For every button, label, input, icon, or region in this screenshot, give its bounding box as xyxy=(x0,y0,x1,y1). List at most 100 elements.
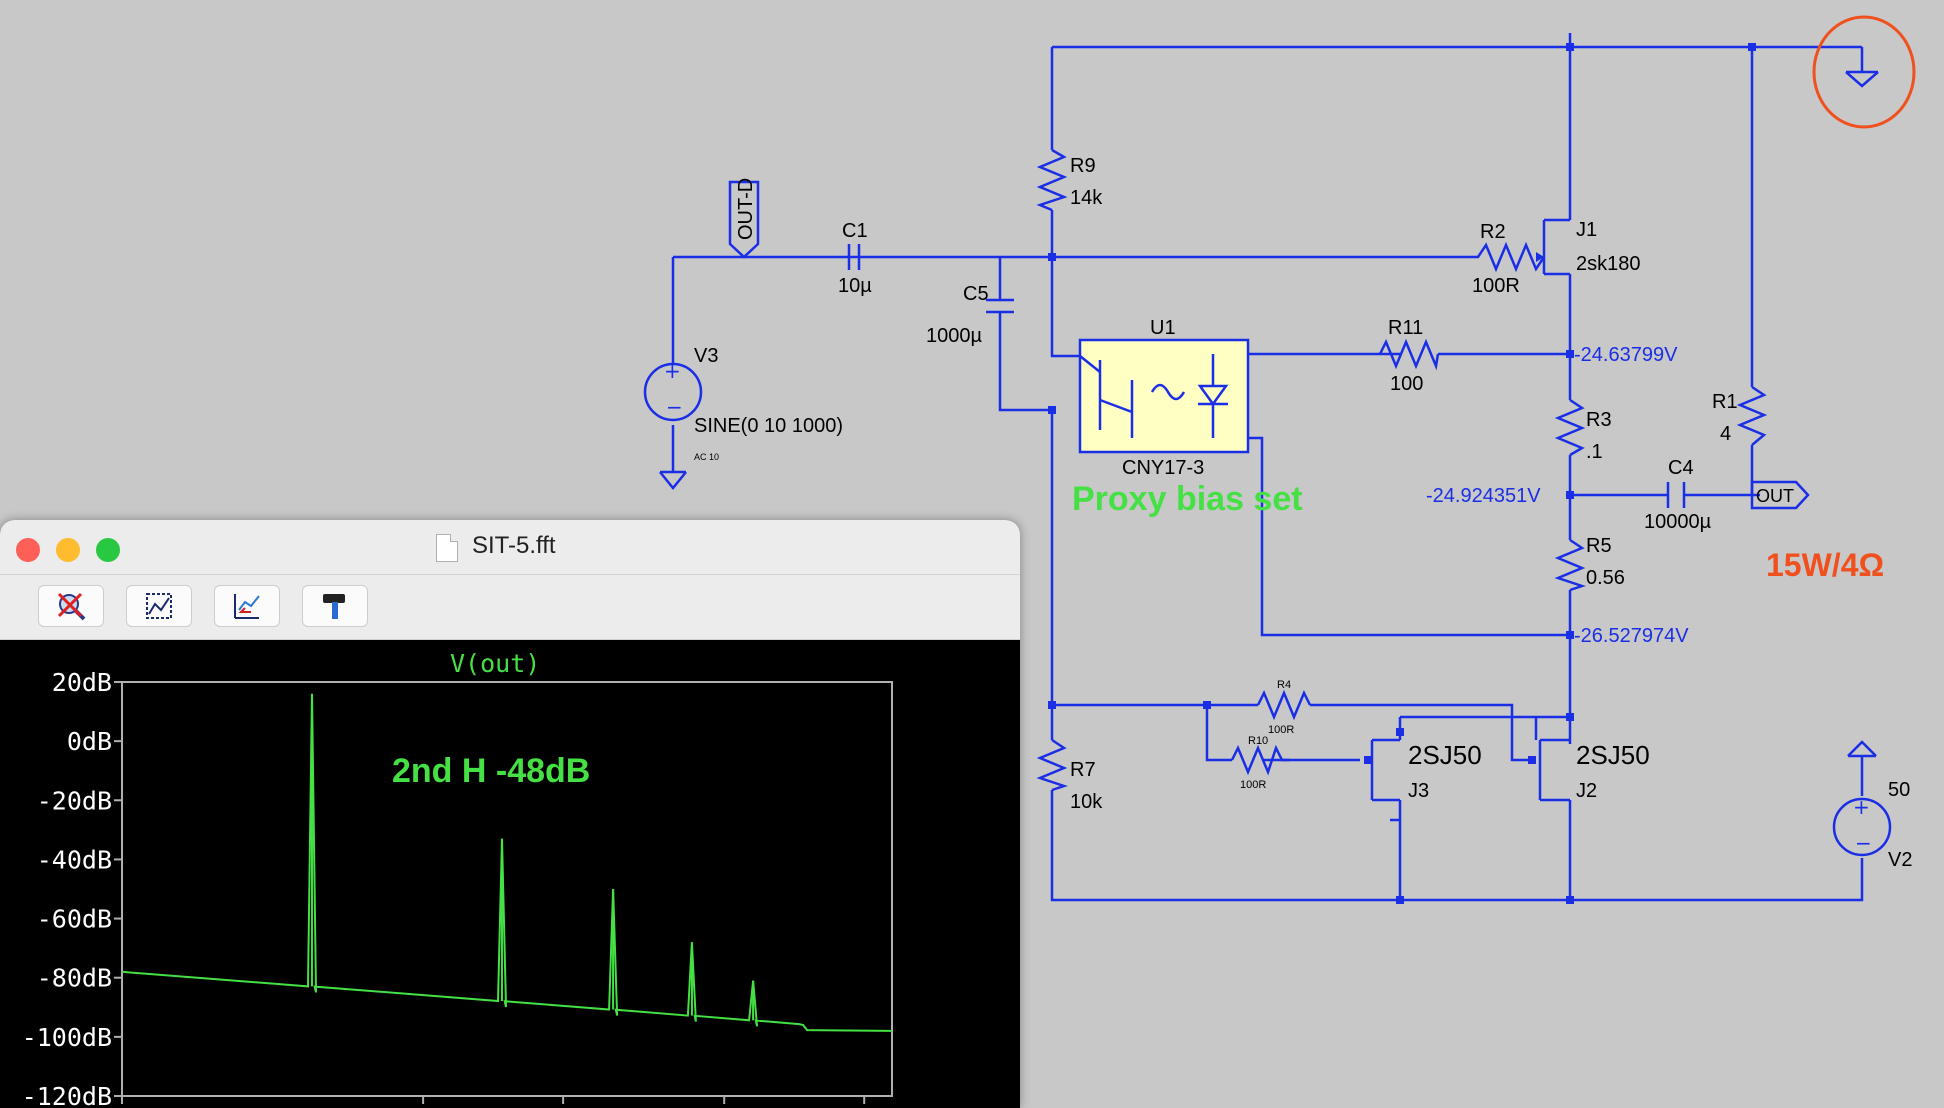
autorange-icon xyxy=(146,593,172,619)
svg-text:R11: R11 xyxy=(1388,317,1423,339)
resistor-r10[interactable]: R10 100R xyxy=(1230,735,1290,791)
y-tick-label: -100dB xyxy=(22,1023,112,1052)
fft-window[interactable]: SIT-5.fft xyxy=(0,520,1020,1108)
svg-text:10k: 10k xyxy=(1070,791,1103,813)
svg-text:OUT: OUT xyxy=(1756,486,1794,506)
resistor-r7[interactable]: R7 10k xyxy=(1036,738,1103,813)
svg-text:+: + xyxy=(664,359,681,383)
y-tick-label: 20dB xyxy=(52,668,112,697)
svg-text:V2: V2 xyxy=(1888,849,1912,871)
node-voltage-1: -24.63799V xyxy=(1574,344,1678,366)
svg-text:R1: R1 xyxy=(1712,391,1738,413)
svg-text:U1: U1 xyxy=(1150,317,1176,339)
svg-text:V3: V3 xyxy=(694,345,718,367)
harmonic-peaks xyxy=(310,693,805,1026)
plot-frame xyxy=(121,681,893,1097)
svg-text:−: − xyxy=(1855,831,1872,855)
resistor-r1[interactable]: R1 4 xyxy=(1712,385,1768,446)
svg-text:100R: 100R xyxy=(1472,275,1520,297)
y-tick-label: -40dB xyxy=(37,845,112,874)
svg-text:R10: R10 xyxy=(1248,735,1268,747)
resistor-r5[interactable]: R5 0.56 xyxy=(1554,535,1625,592)
node-voltage-3: -26.527974V xyxy=(1574,625,1689,647)
supply-arrow-icon xyxy=(1847,740,1877,758)
plot-title: V(out) xyxy=(450,649,540,678)
svg-text:2SJ50: 2SJ50 xyxy=(1408,740,1482,770)
svg-text:R4: R4 xyxy=(1277,679,1291,691)
zoom-button[interactable] xyxy=(96,538,120,562)
svg-text:50: 50 xyxy=(1888,779,1910,801)
ground-icon xyxy=(1845,47,1879,88)
svg-text:J1: J1 xyxy=(1576,219,1597,241)
svg-text:10000µ: 10000µ xyxy=(1644,511,1712,533)
zoom-cancel-icon xyxy=(57,592,86,621)
net-label-out-d[interactable]: OUT-D xyxy=(728,178,760,259)
svg-text:J3: J3 xyxy=(1408,780,1429,802)
zoom-cancel-button[interactable] xyxy=(38,585,104,627)
net-label-out[interactable]: OUT xyxy=(1750,480,1810,510)
annotation-proxy-bias: Proxy bias set xyxy=(1072,480,1303,518)
pan-back-icon xyxy=(234,594,260,619)
svg-text:100: 100 xyxy=(1390,373,1423,395)
svg-text:J2: J2 xyxy=(1576,780,1597,802)
svg-text:2sk180: 2sk180 xyxy=(1576,253,1641,275)
svg-text:+: + xyxy=(1853,795,1870,819)
svg-text:0.56: 0.56 xyxy=(1586,567,1625,589)
svg-text:1000µ: 1000µ xyxy=(926,325,982,347)
noise-floor-line xyxy=(121,693,893,1032)
axis-ticks: 20dB0dB-20dB-40dB-60dB-80dB-100dB-120dB0… xyxy=(22,668,866,1108)
annotation-power: 15W/4Ω xyxy=(1766,547,1884,583)
capacitor-c4[interactable]: C4 10000µ xyxy=(1644,457,1712,533)
document-icon xyxy=(436,534,458,562)
svg-text:2SJ50: 2SJ50 xyxy=(1576,740,1650,770)
y-tick-label: -60dB xyxy=(37,905,112,934)
resistor-r4[interactable]: R4 100R xyxy=(1256,679,1312,736)
capacitor-c5[interactable]: C5 1000µ xyxy=(926,283,1014,347)
hammer-button[interactable] xyxy=(302,585,368,627)
svg-text:100R: 100R xyxy=(1240,779,1266,791)
autorange-button[interactable] xyxy=(126,585,192,627)
plot-toolbar xyxy=(0,575,1020,640)
optocoupler-u1[interactable]: U1 CNY17-3 xyxy=(1078,317,1250,479)
svg-text:C1: C1 xyxy=(842,220,868,242)
svg-text:C5: C5 xyxy=(963,283,989,305)
svg-text:C4: C4 xyxy=(1668,457,1694,479)
pan-back-button[interactable] xyxy=(214,585,280,627)
transistor-j3[interactable]: 2SJ50 J3 xyxy=(1370,738,1482,838)
svg-text:AC 10: AC 10 xyxy=(694,452,719,462)
highlight-circle xyxy=(1812,15,1916,129)
svg-text:R5: R5 xyxy=(1586,535,1612,557)
node-voltage-2: -24.924351V xyxy=(1426,485,1541,507)
wires xyxy=(659,33,1864,902)
svg-text:100R: 100R xyxy=(1268,724,1294,736)
fft-plot[interactable]: V(out) 20dB 0dB -20dB -40dB -60dB -80dB -100dB… xyxy=(0,640,1020,1108)
resistor-r11[interactable]: R11 100 xyxy=(1378,317,1440,395)
resistor-r9[interactable]: R9 14k xyxy=(1036,148,1103,212)
y-tick-label: -120dB xyxy=(22,1082,112,1108)
annotation-2nd-harmonic: 2nd H -48dB xyxy=(392,752,590,790)
svg-text:R3: R3 xyxy=(1586,409,1612,431)
voltage-source-v2[interactable]: + − 50 V2 xyxy=(1832,779,1912,871)
voltage-source-v3[interactable]: + − V3 SINE(0 10 1000) AC 10 xyxy=(643,345,843,462)
hammer-icon xyxy=(323,594,345,619)
svg-text:14k: 14k xyxy=(1070,187,1103,209)
junction-dots xyxy=(1048,43,1756,904)
window-titlebar[interactable]: SIT-5.fft xyxy=(0,520,1020,575)
y-tick-label: -20dB xyxy=(37,786,112,815)
y-tick-label: 0dB xyxy=(67,727,112,756)
resistor-r3[interactable]: R3 .1 xyxy=(1554,398,1612,463)
resistor-r2[interactable]: R2 100R xyxy=(1465,221,1546,297)
svg-text:R9: R9 xyxy=(1070,155,1096,177)
close-button[interactable] xyxy=(16,538,40,562)
svg-text:4: 4 xyxy=(1720,423,1731,445)
svg-text:CNY17-3: CNY17-3 xyxy=(1122,457,1204,479)
capacitor-c1[interactable]: C1 10µ xyxy=(838,220,872,297)
transistor-j2[interactable]: 2SJ50 J2 xyxy=(1538,738,1650,802)
svg-text:R7: R7 xyxy=(1070,759,1096,781)
svg-text:−: − xyxy=(666,395,683,419)
y-tick-label: -80dB xyxy=(37,964,112,993)
transistor-j1[interactable]: J1 2sk180 xyxy=(1536,218,1641,276)
svg-text:SINE(0 10 1000): SINE(0 10 1000) xyxy=(694,415,843,437)
minimize-button[interactable] xyxy=(56,538,80,562)
